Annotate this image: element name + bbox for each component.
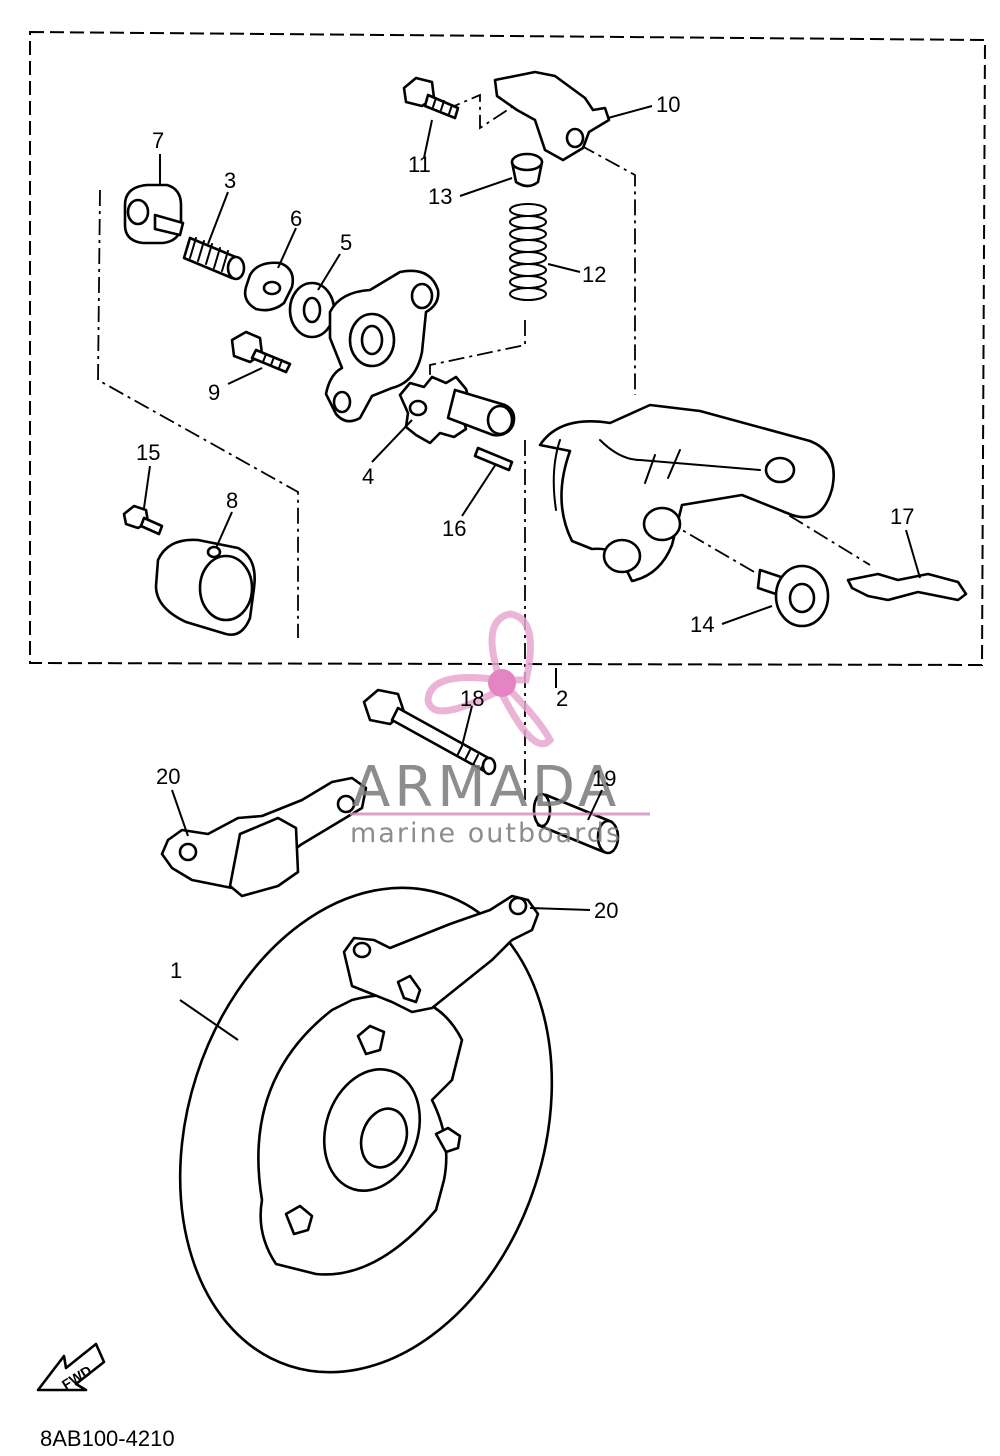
housing-bracket bbox=[538, 403, 835, 583]
callout-12: 12 bbox=[582, 262, 606, 287]
part-6-plate bbox=[243, 261, 295, 312]
callout-2: 2 bbox=[556, 686, 568, 711]
subgroup-outline-right bbox=[579, 144, 636, 395]
diagram-code: 8AB100-4210 bbox=[40, 1426, 175, 1451]
callout-3: 3 bbox=[224, 168, 236, 193]
callout-13: 13 bbox=[428, 184, 452, 209]
callout-7: 7 bbox=[152, 128, 164, 153]
part-12-spring bbox=[509, 203, 547, 301]
cam-bracket bbox=[324, 269, 440, 423]
callout-1: 1 bbox=[170, 958, 182, 983]
part-7-pin bbox=[123, 183, 185, 245]
part-1-disc bbox=[178, 886, 554, 1374]
callout-6: 6 bbox=[290, 206, 302, 231]
part-18-bolt bbox=[362, 688, 497, 776]
assembly-boundary bbox=[29, 30, 987, 667]
propeller-icon bbox=[424, 610, 555, 748]
part-13-cap bbox=[510, 152, 544, 188]
callout-19: 19 bbox=[592, 766, 616, 791]
callout-5: 5 bbox=[340, 230, 352, 255]
callout-14: 14 bbox=[690, 612, 714, 637]
callout-9: 9 bbox=[208, 380, 220, 405]
part-8-cover bbox=[154, 538, 256, 636]
callout-20-lower: 20 bbox=[594, 898, 618, 923]
part-3-spring-screw bbox=[182, 236, 246, 281]
callout-20-upper: 20 bbox=[156, 764, 180, 789]
part-9-bolt bbox=[230, 330, 292, 374]
stopper-centerline bbox=[664, 519, 786, 591]
watermark-tagline: marine outboards bbox=[350, 818, 622, 849]
part-11-bolt bbox=[402, 76, 460, 120]
part-15-bolt bbox=[122, 504, 164, 536]
watermark-brand: ARMADA bbox=[352, 755, 620, 820]
shaft-centerline bbox=[429, 320, 526, 380]
callout-17: 17 bbox=[890, 504, 914, 529]
part-17-clip bbox=[846, 572, 968, 602]
part-20-plate-lower bbox=[342, 894, 540, 1014]
part-19-collar bbox=[532, 792, 620, 855]
part-5-washer bbox=[288, 281, 336, 339]
watermark-logo: ARMADA marine outboards bbox=[350, 610, 650, 849]
callout-4: 4 bbox=[362, 464, 374, 489]
bolt-centerline bbox=[444, 93, 516, 130]
part-16-pin bbox=[473, 446, 514, 472]
callout-16: 16 bbox=[442, 516, 466, 541]
part-20-plate-upper bbox=[160, 776, 368, 898]
callout-10: 10 bbox=[656, 92, 680, 117]
part-4-shaft bbox=[398, 375, 516, 445]
fwd-arrow-icon: FWD bbox=[36, 1342, 106, 1393]
callout-8: 8 bbox=[226, 488, 238, 513]
leader-lines bbox=[143, 105, 921, 1041]
callout-labels: 1 2 3 4 5 6 7 8 9 10 11 12 13 14 15 16 1… bbox=[136, 92, 914, 983]
callout-18: 18 bbox=[460, 686, 484, 711]
callout-11: 11 bbox=[408, 152, 431, 177]
subgroup-outline-left bbox=[97, 189, 299, 638]
propeller-hub-icon bbox=[488, 669, 516, 697]
part-10-bracket bbox=[493, 70, 611, 162]
part-14-stopper bbox=[756, 564, 830, 628]
callout-15: 15 bbox=[136, 440, 160, 465]
